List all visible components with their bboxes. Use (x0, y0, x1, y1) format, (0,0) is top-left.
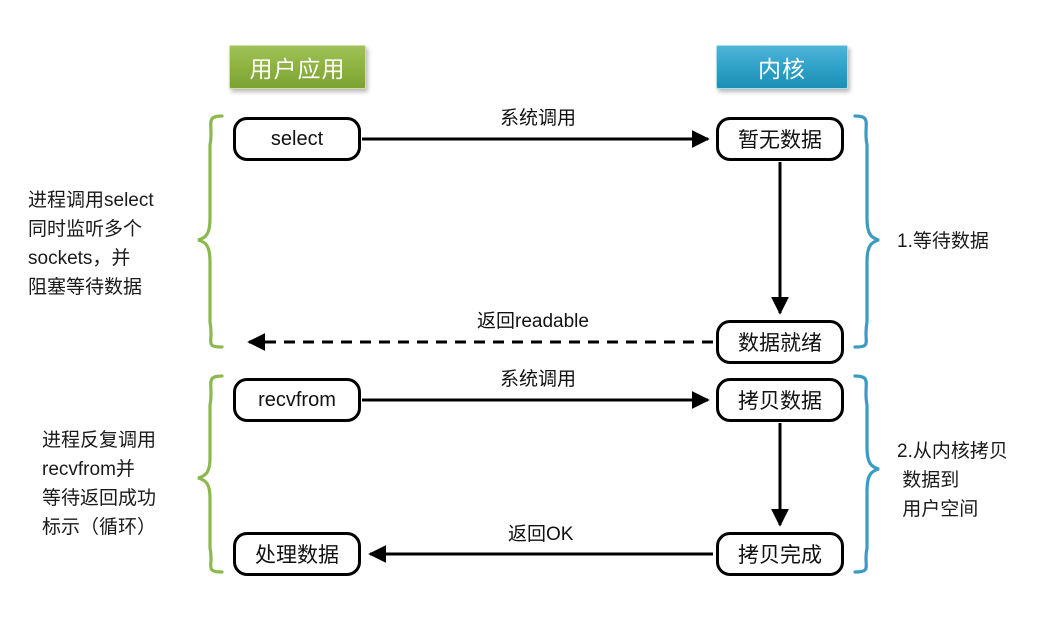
node-recvfrom: recvfrom (233, 378, 361, 422)
node-process-data: 处理数据 (233, 532, 361, 576)
node-data-ready: 数据就绪 (716, 320, 844, 364)
brace-right-copy-userspace (853, 374, 880, 574)
brace-left-select-phase (197, 114, 224, 349)
right-note-copy-to-userspace: 2.从内核拷贝 数据到 用户空间 (897, 441, 1008, 520)
edge-label-return-readable: 返回readable (477, 311, 589, 332)
header-tab-kernel: 内核 (716, 45, 848, 89)
edge-label-syscall-2: 系统调用 (500, 369, 577, 390)
node-select: select (233, 117, 361, 161)
header-tab-user-application: 用户应用 (229, 45, 366, 89)
edge-label-return-ok: 返回OK (508, 524, 574, 545)
node-copy-done: 拷贝完成 (716, 532, 844, 576)
brace-right-wait-data (853, 114, 880, 349)
edge-label-syscall-1: 系统调用 (500, 108, 577, 129)
node-no-data: 暂无数据 (716, 117, 844, 161)
right-note-wait-data: 1.等待数据 (897, 231, 989, 252)
left-note-recvfrom-phase: 进程反复调用 recvfrom并 等待返回成功 标示（循环） (42, 430, 157, 538)
brace-left-recvfrom-phase (197, 374, 224, 574)
left-note-select-phase: 进程调用select 同时监听多个 sockets，并 阻塞等待数据 (28, 190, 154, 298)
node-copy-data: 拷贝数据 (716, 378, 844, 422)
